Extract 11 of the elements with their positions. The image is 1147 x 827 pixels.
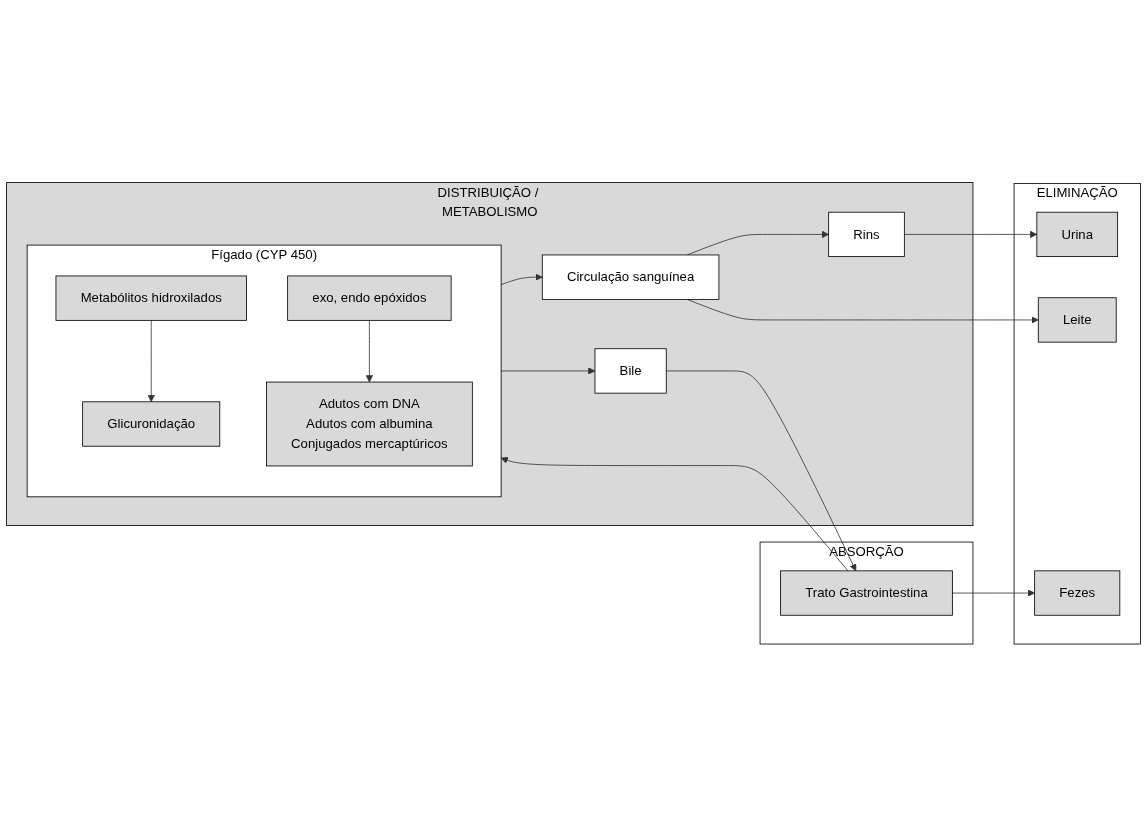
node-box: Urina bbox=[1036, 211, 1119, 258]
node-box: Bile bbox=[594, 348, 667, 394]
node-box: Trato Gastrointestina bbox=[780, 570, 953, 616]
node-box: Leite bbox=[1037, 297, 1117, 343]
node-box: Fezes bbox=[1034, 570, 1121, 616]
node-box: Adutos com DNA Adutos com albumina Conjugados mercaptúricos bbox=[266, 381, 473, 467]
node-box: Glicuronidação bbox=[82, 401, 221, 447]
node-box: Rins bbox=[828, 211, 905, 258]
node-box: Circulação sanguínea bbox=[541, 254, 720, 300]
node-box: Metabólitos hidroxilados bbox=[55, 275, 247, 321]
node-box: exo, endo epóxidos bbox=[287, 275, 452, 321]
